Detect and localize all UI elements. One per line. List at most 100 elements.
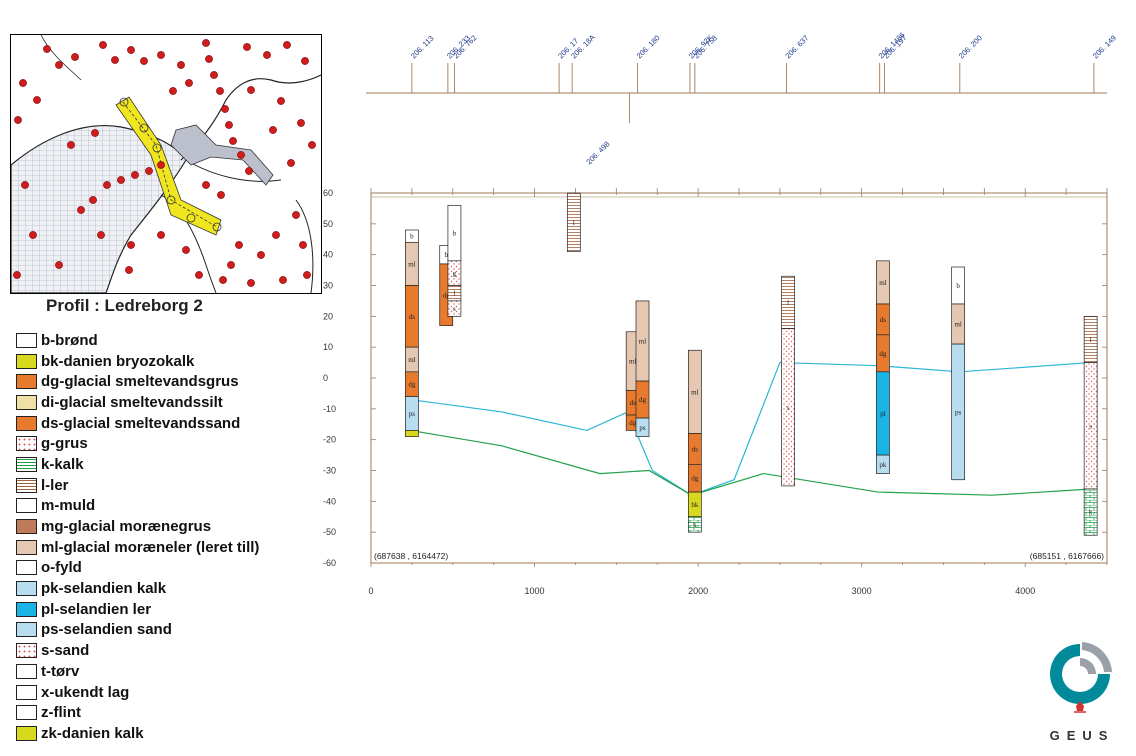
borehole-layer-label: ml	[954, 321, 961, 329]
map-boreholes	[13, 39, 316, 287]
borehole-layer-label: s	[787, 404, 790, 412]
x-tick-label: 1000	[525, 586, 545, 596]
legend-label: t-tørv	[41, 662, 80, 680]
legend-label: di-glacial smeltevandssilt	[41, 393, 223, 411]
borehole-layer-label: b	[453, 230, 457, 238]
legend-label: mg-glacial morænegrus	[41, 518, 212, 536]
borehole-layer-label: ml	[629, 358, 636, 366]
borehole-layer-label: bk	[691, 501, 699, 509]
legend-swatch-z	[16, 705, 37, 721]
well-label: 206. 200	[957, 33, 984, 60]
legend-swatch-mg	[16, 519, 37, 535]
legend-item-b: b-brønd	[16, 330, 336, 351]
legend-swatch-ml	[16, 539, 37, 555]
legend-label: m-muld	[41, 497, 96, 515]
legend-item-x: x-ukendt lag	[16, 682, 336, 703]
end-coordinate: (685151 , 6167666)	[1030, 551, 1104, 561]
y-tick-label: -60	[323, 558, 336, 568]
borehole-layer-label: l	[453, 290, 455, 298]
legend-swatch-b	[16, 332, 37, 348]
borehole-layer-label: l	[573, 219, 575, 227]
borehole-layer-label: l	[787, 299, 789, 307]
legend-item-ml: ml-glacial moræneler (leret till)	[16, 537, 336, 558]
y-tick-label: -50	[323, 527, 336, 537]
legend-label: z-flint	[41, 704, 81, 722]
borehole-layer-label: pk	[879, 461, 887, 469]
borehole-layer-label: g	[453, 270, 457, 278]
y-tick-label: 40	[323, 250, 333, 260]
borehole-layer	[876, 454, 890, 474]
legend-item-bk: bk-danien bryozokalk	[16, 351, 336, 372]
y-tick-label: 30	[323, 281, 333, 291]
legend-item-z: z-flint	[16, 702, 336, 723]
y-tick-label: 10	[323, 342, 333, 352]
legend-item-pl: pl-selandien ler	[16, 599, 336, 620]
location-map	[10, 34, 322, 294]
borehole-layer	[1083, 488, 1098, 536]
borehole-layer	[405, 430, 419, 437]
borehole-layer-label: ds	[630, 399, 637, 407]
legend-label: bk-danien bryozokalk	[41, 352, 195, 370]
borehole-layer-label: ds	[409, 313, 416, 321]
profile-title: Profil : Ledreborg 2	[46, 296, 203, 315]
geus-logo-mark	[1050, 642, 1112, 713]
legend-label: ds-glacial smeltevandssand	[41, 414, 241, 432]
y-tick-label: 50	[323, 219, 333, 229]
borehole-layer-label: dg	[629, 419, 637, 427]
legend-swatch-ps	[16, 622, 37, 638]
legend-item-dg: dg-glacial smeltevandsgrus	[16, 371, 336, 392]
y-tick-label: 60	[323, 188, 333, 198]
legend-item-zk: zk-danien kalk	[16, 723, 336, 744]
legend-item-k: k-kalk	[16, 454, 336, 475]
legend-swatch-g	[16, 436, 37, 452]
legend-label: b-brønd	[41, 331, 98, 349]
borehole-layer	[635, 417, 650, 437]
well-label: 206. 113	[409, 34, 436, 61]
borehole-layer-label: s	[453, 305, 456, 313]
map-gray-corridor	[170, 124, 274, 186]
y-tick-label: 20	[323, 311, 333, 321]
legend-item-di: di-glacial smeltevandssilt	[16, 392, 336, 413]
borehole-layer	[687, 516, 702, 533]
legend-swatch-s	[16, 643, 37, 659]
x-tick-label: 2000	[688, 586, 708, 596]
legend-swatch-l	[16, 477, 37, 493]
location-map-svg	[11, 35, 321, 293]
legend-swatch-k	[16, 456, 37, 472]
well-label: 206. 637	[783, 33, 810, 60]
legend-label: ml-glacial moræneler (leret till)	[41, 538, 260, 556]
legend-item-mg: mg-glacial morænegrus	[16, 516, 336, 537]
borehole-layer-label: b	[956, 282, 960, 290]
borehole-layer-label: ps	[409, 410, 416, 418]
borehole-layer-label: ds	[692, 445, 699, 453]
borehole-layer-label: ml	[639, 338, 646, 346]
legend-swatch-bk	[16, 353, 37, 369]
start-coordinate: (687638 , 6164472)	[374, 551, 448, 561]
legend-label: o-fyld	[41, 559, 82, 577]
geus-logo-text: GEUS	[1049, 728, 1115, 743]
legend-item-g: g-grus	[16, 433, 336, 454]
geus-logo: GEUS	[1042, 636, 1118, 746]
borehole-layer-label: l	[1090, 336, 1092, 344]
borehole-layer	[781, 328, 795, 487]
legend-item-o: o-fyld	[16, 558, 336, 579]
borehole-layer	[566, 192, 581, 252]
legend-label: ps-selandien sand	[41, 621, 172, 639]
borehole-layer-label: dg	[691, 475, 699, 483]
plot-frame	[370, 192, 1108, 564]
y-tick-label: -40	[323, 496, 336, 506]
legend-item-l: l-ler	[16, 475, 336, 496]
x-tick-label: 4000	[1015, 586, 1035, 596]
borehole-layer-label: s	[1089, 422, 1092, 430]
legend-item-ps: ps-selandien sand	[16, 620, 336, 641]
borehole-layer	[447, 300, 462, 317]
legend-label: l-ler	[41, 476, 69, 494]
borehole-layer-label: ps	[955, 408, 962, 416]
surface-line-1	[410, 429, 1091, 496]
legend-label: pl-selandien ler	[41, 600, 152, 618]
borehole-layer-label: dg	[408, 381, 416, 389]
well-label: 206. 149	[1091, 33, 1118, 60]
borehole-layer-label: pl	[880, 410, 886, 418]
borehole-layer-label: dg	[443, 291, 451, 299]
